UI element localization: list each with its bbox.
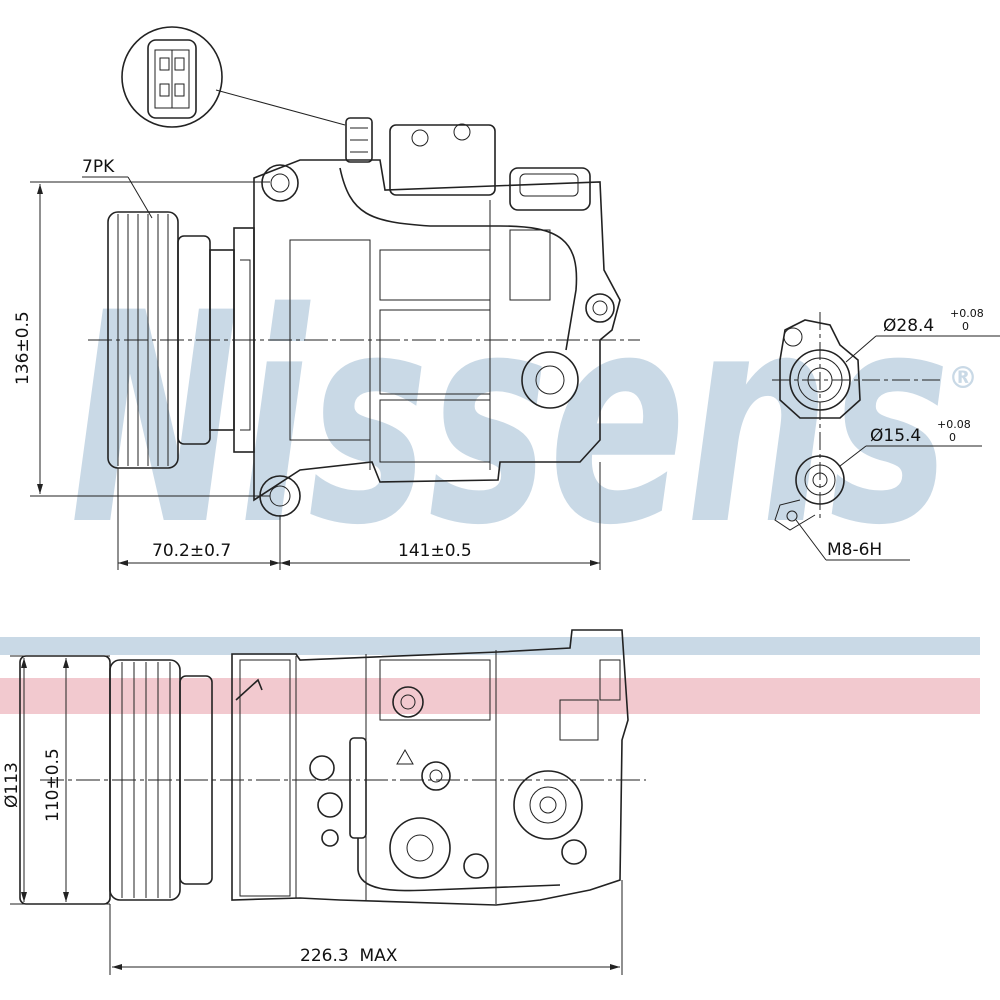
top-view: 7PK 136±0.5 70.2±0.7 141±0.5	[13, 26, 640, 570]
overall-length-dim-label: 226.3 MAX	[300, 946, 398, 966]
connector-leader	[215, 89, 346, 126]
small-port-dia: Ø15.4	[870, 426, 921, 446]
port-flange-side	[513, 770, 583, 840]
height-dimension: 136±0.5	[13, 181, 270, 497]
connector-plug	[345, 117, 373, 163]
compressor-body-side	[231, 629, 629, 906]
connector-callout	[121, 26, 373, 163]
pulley-offset-dim-label: 70.2±0.7	[152, 541, 231, 561]
control-valve-block	[389, 124, 496, 196]
body-length-dim-label: 141±0.5	[398, 541, 472, 561]
compressor-body-top	[240, 123, 621, 517]
small-port	[795, 455, 845, 505]
watermark-blue-stripe	[0, 637, 980, 655]
rear-boss	[389, 817, 451, 879]
port-fitting-top	[509, 167, 591, 211]
large-port-tol-low: 0	[962, 320, 969, 333]
pulley-dia-dim-label: Ø113	[2, 762, 22, 808]
watermark-registered-mark: ®	[948, 361, 978, 396]
small-port-tol: +0.08	[937, 418, 971, 431]
thread-label: M8-6H	[827, 540, 882, 560]
belt-label-leader	[127, 176, 153, 219]
watermark-brand: Nissens	[70, 252, 950, 589]
small-port-tol-low: 0	[949, 431, 956, 444]
thread-hole	[786, 510, 798, 522]
side-view: Ø113 110±0.5 226.3 MAX	[2, 629, 646, 975]
rear-port-top	[521, 351, 579, 409]
port-detail: Ø28.4 +0.08 0 Ø15.4 +0.08 0 M8-6H	[772, 307, 1000, 561]
wire-harness	[339, 167, 578, 351]
large-port-tol: +0.08	[950, 307, 984, 320]
large-port-dia: Ø28.4	[883, 316, 934, 336]
sensor-side	[349, 737, 367, 839]
nissens-watermark: Nissens ®	[0, 252, 980, 714]
belt-label: 7PK	[82, 157, 115, 177]
wire-harness-side	[357, 838, 561, 892]
pulley-face-dim-label: 110±0.5	[43, 748, 63, 822]
height-dim-label: 136±0.5	[13, 311, 33, 385]
length-dimensions: 70.2±0.7 141±0.5	[117, 462, 601, 570]
boss-top	[392, 686, 424, 718]
mount-ear-top	[261, 164, 299, 202]
warning-icon	[396, 748, 414, 765]
connector-detail-circle	[121, 26, 223, 128]
